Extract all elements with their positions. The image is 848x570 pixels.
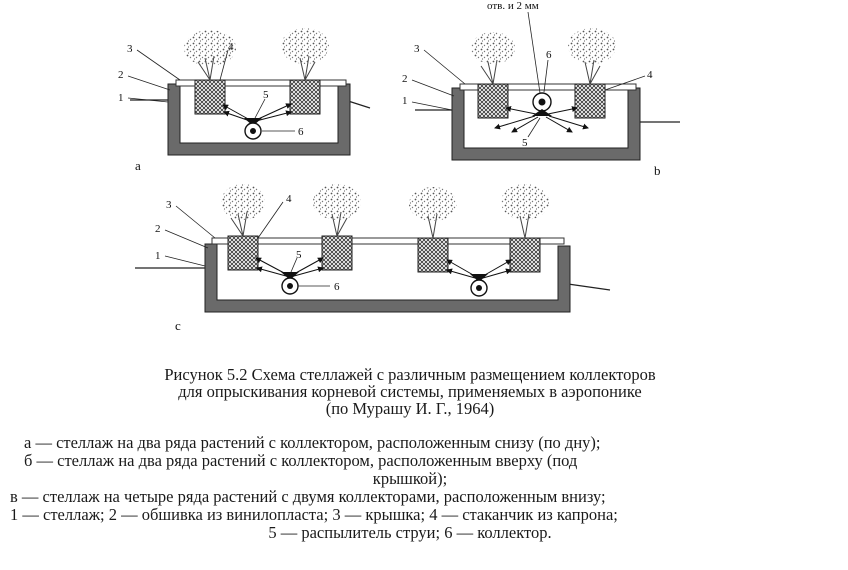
figure-caption: Рисунок 5.2 Схема стеллажей с различным … bbox=[70, 366, 750, 417]
caption-line-2: для опрыскивания корневой системы, приме… bbox=[178, 382, 642, 401]
panel-c-label: с bbox=[175, 318, 181, 333]
panel-c-callout-5: 5 bbox=[296, 249, 302, 261]
panel-a-callout-5: 5 bbox=[263, 89, 269, 101]
legend-line-parts-2: 5 — распылитель струи; 6 — коллектор. bbox=[268, 523, 552, 542]
caption-line-3: (по Мурашу И. Г., 1964) bbox=[325, 399, 495, 418]
panel-b-callout-1: 1 bbox=[402, 95, 408, 107]
panel-c: 3 2 1 4 5 6 с bbox=[135, 184, 611, 333]
panel-b-callout-4: 4 bbox=[647, 69, 653, 81]
panel-a-callout-1: 1 bbox=[118, 92, 124, 104]
panel-a-callout-4: 4 bbox=[228, 41, 234, 53]
panel-c-callout-4: 4 bbox=[286, 193, 292, 205]
panel-a-label: а bbox=[135, 158, 141, 173]
panel-c-callout-3: 3 bbox=[166, 199, 172, 211]
panel-b-callout-5: 5 bbox=[522, 137, 528, 149]
aeroponics-diagram: 3 2 1 4 5 6 а bbox=[118, 0, 680, 333]
panel-a-callout-2: 2 bbox=[118, 69, 124, 81]
panel-b: отв. и 2 мм 3 2 1 4 6 5 b bbox=[402, 0, 680, 178]
panel-a-callout-6: 6 bbox=[298, 126, 304, 138]
legend-line-parts-1: 1 — стеллаж; 2 — обшивка из винилопласта… bbox=[10, 505, 618, 524]
legend-line-c: в — стеллаж на четыре ряда растений с дв… bbox=[10, 487, 606, 506]
panel-c-callout-2: 2 bbox=[155, 223, 161, 235]
legend-line-a: а — стеллаж на два ряда растений с колле… bbox=[24, 433, 601, 452]
panel-b-label: b bbox=[654, 163, 661, 178]
panel-a-callout-3: 3 bbox=[127, 43, 133, 55]
panel-b-callout-6: 6 bbox=[546, 49, 552, 61]
panel-b-top-note: отв. и 2 мм bbox=[487, 0, 539, 12]
panel-b-callout-3: 3 bbox=[414, 43, 420, 55]
panel-b-callout-2: 2 bbox=[402, 73, 408, 85]
legend-line-b-cont: крышкой); bbox=[372, 469, 448, 488]
caption-line-1: Рисунок 5.2 Схема стеллажей с различным … bbox=[164, 365, 656, 384]
panel-a: 3 2 1 4 5 6 а bbox=[118, 28, 371, 173]
figure-legend: а — стеллаж на два ряда растений с колле… bbox=[10, 434, 810, 542]
panel-c-callout-1: 1 bbox=[155, 250, 161, 262]
legend-line-b: б — стеллаж на два ряда растений с колле… bbox=[24, 451, 578, 470]
panel-c-callout-6: 6 bbox=[334, 281, 340, 293]
